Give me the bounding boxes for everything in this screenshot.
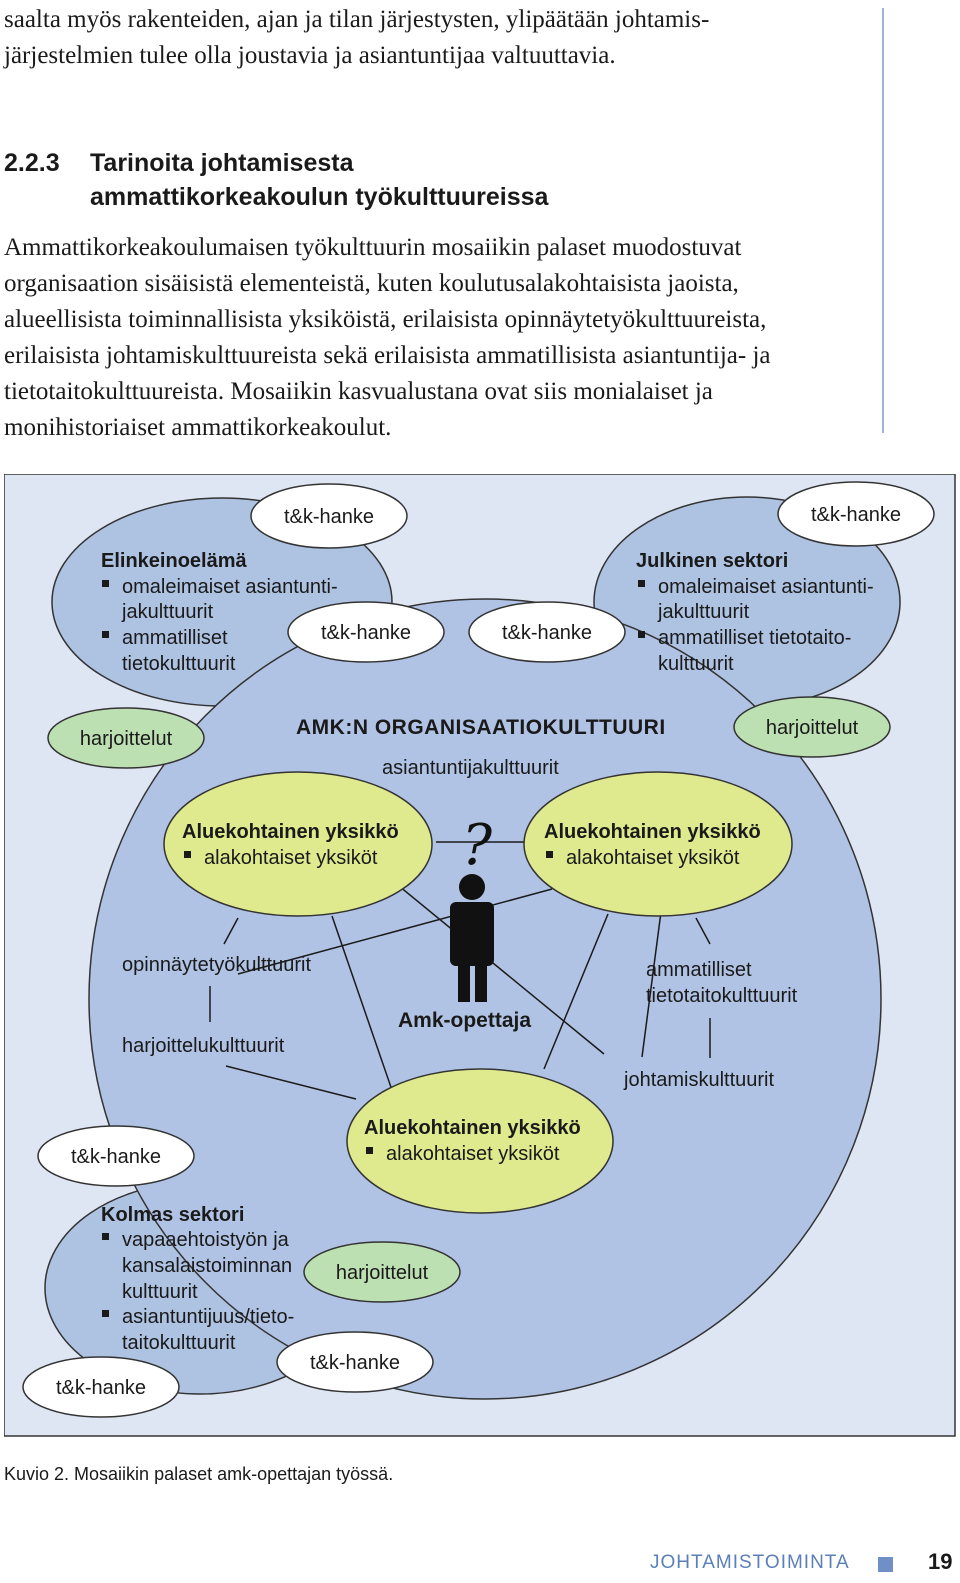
- practice-cultures-label: harjoittelukulttuurit: [122, 1035, 285, 1057]
- bullet-icon: [638, 631, 645, 638]
- elinkeinoelama-block: Elinkeinoelämä omaleimaiset asiantunti- …: [101, 550, 338, 675]
- project-label: t&k-hanke: [284, 506, 374, 528]
- bullet-line: tietokulttuurit: [122, 653, 236, 675]
- project-label: t&k-hanke: [811, 504, 901, 526]
- footer-section-label: JOHTAMISTOIMINTA: [650, 1552, 850, 1573]
- bullet-line: taitokulttuurit: [122, 1332, 236, 1354]
- connector-line: [543, 913, 609, 1070]
- body-line: alueellisista toiminnallisista yksiköist…: [4, 306, 767, 333]
- professional-cultures-label: ammatilliset: [646, 959, 752, 981]
- figure-caption: Kuvio 2. Mosaiikin palaset amk-opettajan…: [4, 1464, 394, 1484]
- body-line: monihistoriaiset ammattikorkeakoulut.: [4, 414, 392, 441]
- unit-bullet: alakohtaiset yksiköt: [204, 847, 378, 869]
- section-title-line: ammattikorkeakoulun työkulttuureissa: [90, 183, 549, 211]
- organisation-title: AMK:N ORGANISAATIOKULTTUURI: [296, 716, 666, 739]
- intro-line: järjestelmien tulee olla joustavia ja as…: [4, 42, 616, 69]
- body-line: tietotaitokulttuureista. Mosaiikin kasvu…: [4, 378, 713, 405]
- project-bubble: t&k-hanke: [22, 1356, 180, 1418]
- connector-line: [641, 888, 665, 1058]
- project-label: t&k-hanke: [71, 1146, 161, 1168]
- project-bubble: t&k-hanke: [37, 1125, 195, 1187]
- practice-label: harjoittelut: [336, 1262, 429, 1284]
- bullet-line: kulttuurit: [122, 1281, 198, 1303]
- footer-square-icon: [878, 1557, 893, 1572]
- practice-bubble: harjoittelut: [303, 1241, 461, 1303]
- kolmas-sektori-block: Kolmas sektori vapaaehtoistyön ja kansal…: [101, 1204, 294, 1354]
- unit-right-labels: Aluekohtainen yksikkö alakohtaiset yksik…: [544, 821, 761, 869]
- unit-title: Aluekohtainen yksikkö: [544, 821, 761, 843]
- unit-title: Aluekohtainen yksikkö: [364, 1117, 581, 1139]
- bullet-line: asiantuntijuus/tieto-: [122, 1306, 294, 1328]
- bullet-icon: [184, 851, 191, 858]
- section-title: Tarinoita johtamisesta ammattikorkeakoul…: [90, 146, 810, 214]
- teacher-label: Amk-opettaja: [398, 1009, 531, 1032]
- bullet-line: kansalaistoiminnan: [122, 1255, 292, 1277]
- page-number: 19: [928, 1549, 953, 1574]
- intro-line: saalta myös rakenteiden, ajan ja tilan j…: [4, 6, 710, 33]
- intro-paragraph: saalta myös rakenteiden, ajan ja tilan j…: [4, 2, 824, 74]
- practice-label: harjoittelut: [80, 728, 173, 750]
- margin-rule: [882, 8, 884, 433]
- julkinen-sektori-block: Julkinen sektori omaleimaiset asiantunti…: [636, 550, 874, 675]
- bullet-line: omaleimaiset asiantunti-: [658, 576, 874, 598]
- bullet-icon: [366, 1147, 373, 1154]
- unit-bullet: alakohtaiset yksiköt: [386, 1143, 560, 1165]
- project-label: t&k-hanke: [502, 622, 592, 644]
- bullet-line: jakulttuurit: [657, 601, 750, 623]
- unit-title: Aluekohtainen yksikkö: [182, 821, 399, 843]
- project-label: t&k-hanke: [321, 622, 411, 644]
- connector-line: [331, 915, 395, 1097]
- management-cultures-label: johtamiskulttuurit: [623, 1069, 775, 1091]
- unit-ellipse-bottom: [346, 1068, 614, 1214]
- person-icon: [450, 874, 494, 1002]
- body-line: organisaation sisäisistä elementeistä, k…: [4, 270, 739, 297]
- bullet-icon: [546, 851, 553, 858]
- sector-title: Elinkeinoelämä: [101, 550, 247, 572]
- project-bubble: t&k-hanke: [287, 601, 445, 663]
- bullet-icon: [102, 631, 109, 638]
- bullet-line: ammatilliset: [122, 627, 228, 649]
- section-title-line: Tarinoita johtamisesta: [90, 149, 354, 177]
- bullet-icon: [102, 1233, 109, 1240]
- unit-ellipse-left: [163, 771, 433, 917]
- connector-line: [225, 1065, 357, 1100]
- sector-title: Kolmas sektori: [101, 1204, 244, 1226]
- connector-line: [695, 917, 711, 945]
- project-bubble: t&k-hanke: [468, 601, 626, 663]
- practice-bubble: harjoittelut: [733, 696, 891, 758]
- practice-bubble: harjoittelut: [47, 707, 205, 769]
- bullet-line: jakulttuurit: [121, 601, 214, 623]
- project-bubble: t&k-hanke: [276, 1331, 434, 1393]
- connector-line: [237, 888, 553, 975]
- body-line: Ammattikorkeakoulumaisen työkulttuurin m…: [4, 234, 742, 261]
- bullet-icon: [638, 580, 645, 587]
- connector-line: [223, 917, 239, 945]
- unit-left-labels: Aluekohtainen yksikkö alakohtaiset yksik…: [182, 821, 399, 869]
- bullet-line: kulttuurit: [658, 653, 734, 675]
- project-bubble: t&k-hanke: [777, 481, 935, 547]
- mosaic-figure: ? Elinkeinoelämä omaleimaiset asiantunti…: [4, 474, 958, 1450]
- bullet-line: ammatilliset tietotaito-: [658, 627, 851, 649]
- professional-cultures-label: tietotaitokulttuurit: [646, 985, 798, 1007]
- bullet-icon: [102, 580, 109, 587]
- project-bubble: t&k-hanke: [250, 483, 408, 549]
- bullet-line: vapaaehtoistyön ja: [122, 1229, 290, 1251]
- practice-label: harjoittelut: [766, 717, 859, 739]
- section-number: 2.2.3: [4, 149, 60, 177]
- unit-ellipse-right: [523, 771, 793, 917]
- bullet-line: omaleimaiset asiantunti-: [122, 576, 338, 598]
- connector-lines: [209, 841, 711, 1100]
- body-line: erilaisista johtamiskulttuureista sekä e…: [4, 342, 771, 369]
- body-paragraph: Ammattikorkeakoulumaisen työkulttuurin m…: [4, 230, 824, 446]
- thesis-cultures-label: opinnäytetyökulttuurit: [122, 954, 311, 976]
- project-label: t&k-hanke: [310, 1352, 400, 1374]
- bullet-icon: [102, 1310, 109, 1317]
- project-label: t&k-hanke: [56, 1377, 146, 1399]
- question-mark: ?: [462, 813, 493, 878]
- connector-line: [387, 876, 605, 1055]
- sector-title: Julkinen sektori: [636, 550, 788, 572]
- expert-cultures-label: asiantuntijakulttuurit: [382, 757, 559, 779]
- unit-bottom-labels: Aluekohtainen yksikkö alakohtaiset yksik…: [364, 1117, 581, 1165]
- unit-bullet: alakohtaiset yksiköt: [566, 847, 740, 869]
